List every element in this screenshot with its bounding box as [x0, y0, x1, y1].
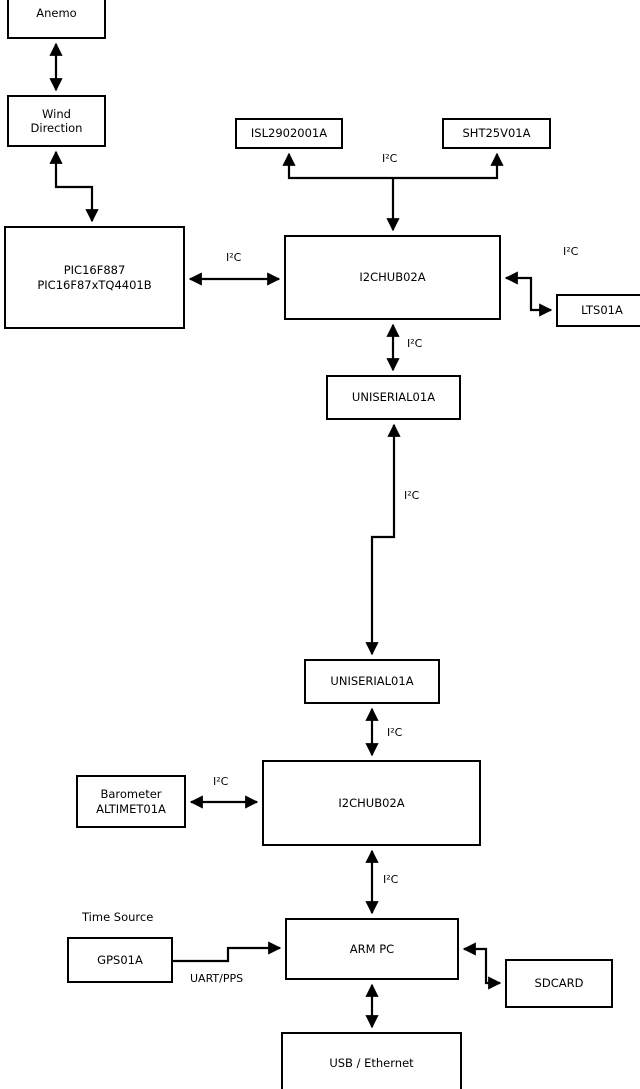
- connector-wind-pic: [49, 150, 99, 223]
- node-gps01a-label: GPS01A: [97, 952, 143, 967]
- node-wind-direction[interactable]: Wind Direction: [7, 95, 106, 147]
- node-sdcard[interactable]: SDCARD: [505, 959, 613, 1008]
- node-uniserial01a-lower[interactable]: UNISERIAL01A: [304, 659, 440, 704]
- edge-label-i2c-pic-hub: I²C: [226, 251, 242, 264]
- node-anemo-label: Anemo: [36, 6, 77, 21]
- edge-label-uart-pps: UART/PPS: [190, 972, 244, 985]
- node-wind-direction-label: Wind Direction: [30, 106, 83, 135]
- node-uniserial01a-upper[interactable]: UNISERIAL01A: [326, 375, 461, 420]
- node-pic-microcontroller[interactable]: PIC16F887 PIC16F87xTQ4401B: [4, 226, 185, 329]
- node-sht25v01a[interactable]: SHT25V01A: [442, 118, 551, 149]
- edge-label-i2c-barometer: I²C: [213, 775, 229, 788]
- connector-armpc-sdcard: [462, 942, 502, 990]
- edge-label-i2c-uniserial-link: I²C: [404, 489, 420, 502]
- connector-gps-armpc: [173, 941, 282, 963]
- label-time-source: Time Source: [82, 910, 154, 924]
- node-isl2902001a[interactable]: ISL2902001A: [235, 118, 343, 149]
- node-sdcard-label: SDCARD: [534, 976, 584, 991]
- edge-label-i2c-uniserial-lower-hub: I²C: [387, 726, 403, 739]
- node-arm-pc[interactable]: ARM PC: [285, 918, 459, 980]
- edge-label-i2c-sensor-bus: I²C: [382, 152, 398, 165]
- edge-label-i2c-lts: I²C: [563, 245, 579, 258]
- node-pic-microcontroller-label: PIC16F887 PIC16F87xTQ4401B: [37, 263, 152, 292]
- connector-uni1-uni2: [365, 423, 401, 656]
- node-uniserial01a-lower-label: UNISERIAL01A: [330, 674, 414, 689]
- node-lts01a[interactable]: LTS01A: [556, 294, 640, 327]
- node-i2chub02a-bottom[interactable]: I2CHUB02A: [262, 760, 481, 846]
- node-anemo[interactable]: Anemo: [7, 0, 106, 39]
- edge-label-i2c-hub-armpc: I²C: [383, 873, 399, 886]
- node-i2chub02a-top[interactable]: I2CHUB02A: [284, 235, 501, 320]
- node-barometer-altimet01a-label: Barometer ALTIMET01A: [96, 787, 166, 816]
- node-i2chub02a-bottom-label: I2CHUB02A: [338, 795, 405, 810]
- node-barometer-altimet01a[interactable]: Barometer ALTIMET01A: [76, 775, 186, 828]
- edge-label-i2c-hub-uniserial-upper: I²C: [407, 337, 423, 350]
- node-uniserial01a-upper-label: UNISERIAL01A: [351, 390, 436, 405]
- node-sht25v01a-label: SHT25V01A: [462, 126, 531, 141]
- node-usb-ethernet-label: USB / Ethernet: [329, 1055, 414, 1070]
- node-arm-pc-label: ARM PC: [349, 941, 395, 956]
- node-usb-ethernet[interactable]: USB / Ethernet: [281, 1032, 462, 1089]
- node-lts01a-label: LTS01A: [581, 303, 623, 318]
- node-isl2902001a-label: ISL2902001A: [250, 126, 328, 141]
- node-gps01a[interactable]: GPS01A: [67, 937, 173, 983]
- connector-hubtop-lts: [504, 271, 553, 317]
- node-i2chub02a-top-label: I2CHUB02A: [359, 270, 426, 285]
